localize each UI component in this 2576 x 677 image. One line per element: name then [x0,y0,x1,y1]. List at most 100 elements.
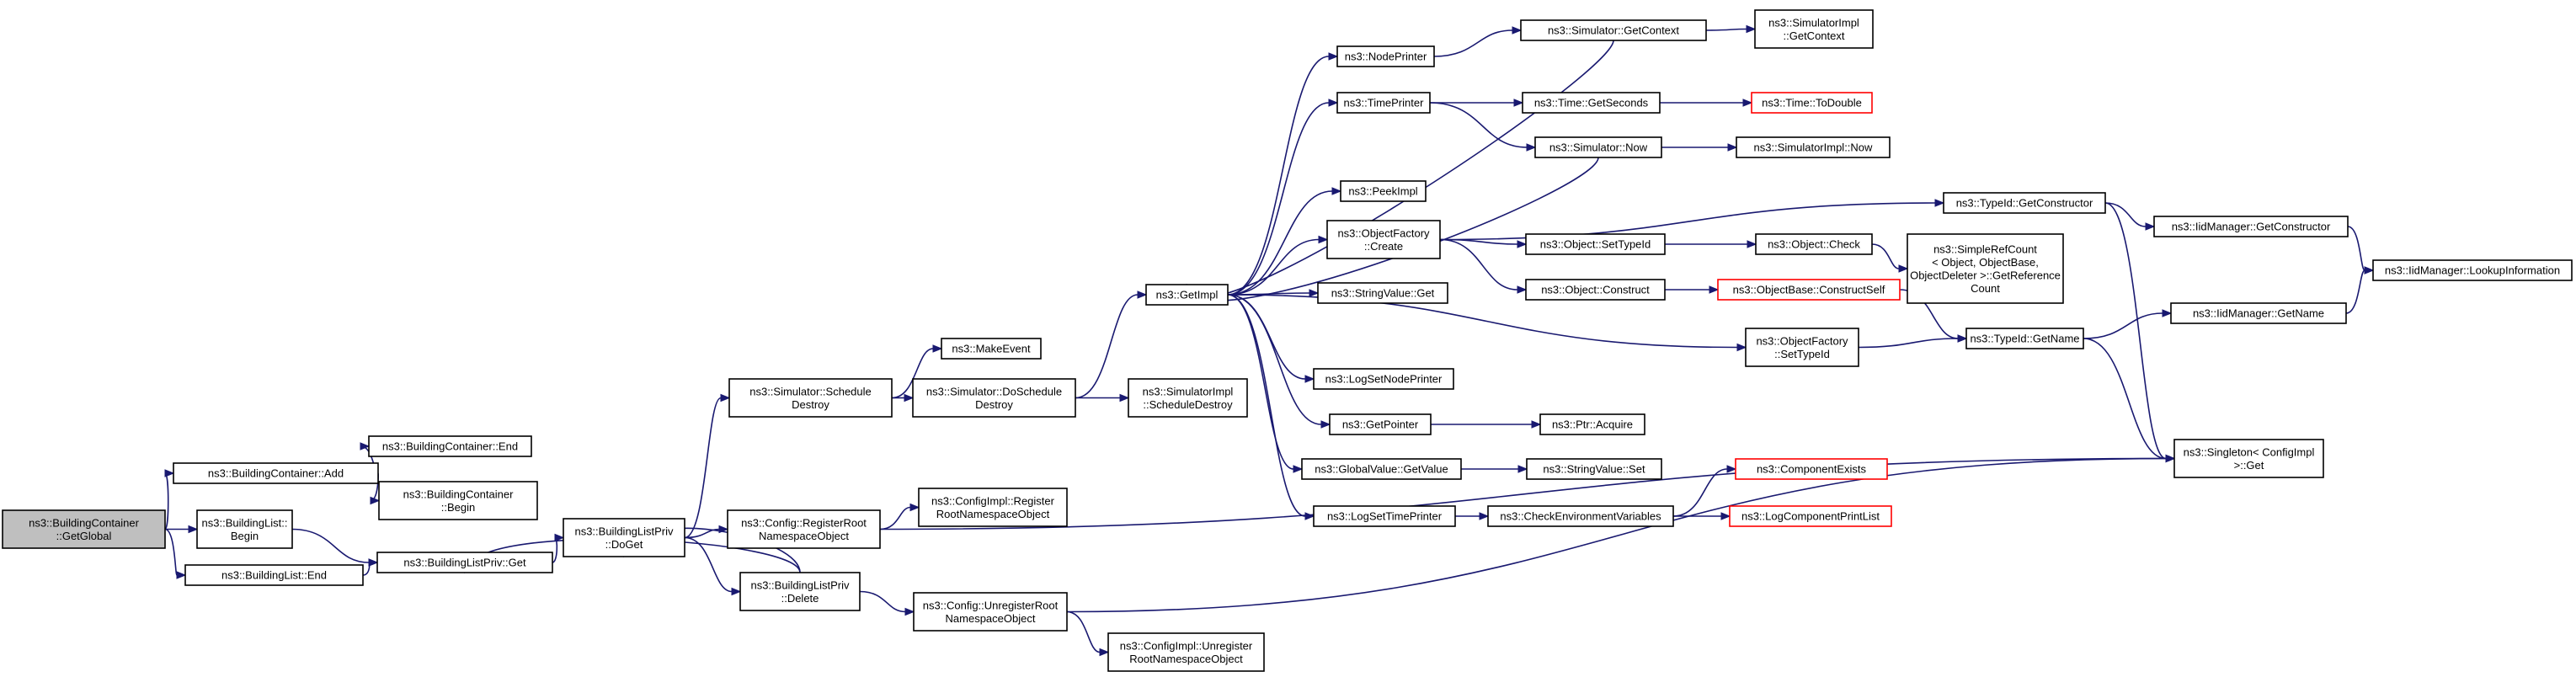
edge-line [684,397,722,539]
node-box [1526,458,1662,480]
node-label-line: ns3::BuildingContainer::End [382,440,518,453]
node-simsched[interactable]: ns3::Simulator::ScheduleDestroy [728,378,893,418]
node-label-line: NamespaceObject [946,612,1036,625]
node-strvalset[interactable]: ns3::StringValue::Set [1526,458,1662,480]
edge-typeidgetname-to-iidgetname [2083,309,2173,339]
node-label-line: ::Delete [781,592,819,605]
node-box [1755,233,1873,255]
node-simimplnow[interactable]: ns3::SimulatorImpl::Now [1736,136,1891,158]
node-blpdelete[interactable]: ns3::BuildingListPriv::Delete [739,572,861,611]
node-label-line: >::Get [2234,459,2264,472]
arrowhead [164,469,175,477]
edge-typeidgetname-to-singletonget [2083,338,2176,463]
node-cfgunreg[interactable]: ns3::Config::UnregisterRootNamespaceObje… [913,592,1068,632]
node-label-line: ns3::Ptr::Acquire [1552,418,1633,431]
edge-checkenv-to-compexists [1672,465,1737,517]
node-typeidgetctor[interactable]: ns3::TypeId::GetConstructor [1943,192,2106,214]
node-checkenv[interactable]: ns3::CheckEnvironmentVariables [1487,505,1674,527]
arrowhead [1957,334,1968,343]
node-label-line: ns3::SimulatorImpl [1768,16,1859,29]
node-box [1965,328,2084,349]
edge-checkenv-to-logcompprint [1673,512,1731,520]
arrowhead [1934,199,1945,207]
node-label-line: Destroy [975,398,1013,411]
node-label-line: ns3::Simulator::GetContext [1548,24,1679,37]
node-simnow[interactable]: ns3::Simulator::Now [1534,136,1662,158]
node-makeevent[interactable]: ns3::MakeEvent [941,338,1042,360]
node-label-line: ::DoGet [605,538,643,551]
edge-line [1672,468,1728,517]
node-objconstruct[interactable]: ns3::Object::Construct [1525,279,1666,301]
edge-simsched-to-makeevent [891,344,943,399]
node-getimpl[interactable]: ns3::GetImpl [1145,284,1229,306]
edge-line [859,590,906,613]
node-simimplgetctx[interactable]: ns3::SimulatorImpl::GetContext [1754,9,1874,49]
node-label-line: ns3::BuildingListPriv [750,578,850,591]
node-cfgimplunreg[interactable]: ns3::ConfigImpl::UnregisterRootNamespace… [1107,632,1265,672]
node-simimplsched[interactable]: ns3::SimulatorImpl::ScheduleDestroy [1128,378,1248,418]
node-iidgetctor[interactable]: ns3::IidManager::GetConstructor [2153,216,2349,237]
node-label-line: Begin [231,530,259,542]
node-singletonget[interactable]: ns3::Singleton< ConfigImpl >::Get [2173,439,2324,478]
node-ofsettypeid[interactable]: ns3::ObjectFactory::SetTypeId [1745,328,1859,367]
node-typeidgetname[interactable]: ns3::TypeId::GetName [1965,328,2084,349]
node-box [1487,505,1674,527]
node-box [1751,92,1873,114]
node-logsettime[interactable]: ns3::LogSetTimePrinter [1313,505,1456,527]
node-box [1336,92,1431,114]
node-label-line: ns3::PeekImpl [1348,185,1417,198]
node-bcadd[interactable]: ns3::BuildingContainer::Add [173,462,379,484]
node-objcheck[interactable]: ns3::Object::Check [1755,233,1873,255]
node-iidgetname[interactable]: ns3::IidManager::GetName [2170,302,2347,324]
node-getpointer[interactable]: ns3::GetPointer [1329,413,1432,435]
node-timegetsec[interactable]: ns3::Time::GetSeconds [1522,92,1661,114]
node-blpget[interactable]: ns3::BuildingListPriv::Get [376,552,553,573]
edge-simgetctx-to-simimplgetctx [1705,24,1757,34]
node-logcompprint[interactable]: ns3::LogComponentPrintList [1729,505,1892,527]
node-cfgimplreg[interactable]: ns3::ConfigImpl::RegisterRootNamespaceOb… [918,488,1068,527]
edge-blpdoget-to-simsched [684,393,731,539]
node-label-line: ns3::BuildingContainer [403,488,514,500]
node-compexists[interactable]: ns3::ComponentExists [1735,458,1888,480]
node-iidlookup[interactable]: ns3::IidManager::LookupInformation [2372,259,2573,281]
node-logsetnode[interactable]: ns3::LogSetNodePrinter [1313,368,1454,390]
node-bcbegin[interactable]: ns3::BuildingContainer::Begin [378,481,538,520]
node-peekimpl[interactable]: ns3::PeekImpl [1340,180,1427,202]
node-simplerefcount[interactable]: ns3::SimpleRefCount< Object, ObjectBase,… [1907,233,2064,304]
arrowhead [1328,99,1339,107]
edge-root-to-blbegin [165,525,199,534]
node-bcend[interactable]: ns3::BuildingContainer::End [368,435,532,457]
node-label-line: ::GetContext [1784,29,1845,42]
node-blend[interactable]: ns3::BuildingList::End [184,564,364,586]
node-blbegin[interactable]: ns3::BuildingList::Begin [196,509,293,549]
node-timeprinter[interactable]: ns3::TimePrinter [1336,92,1431,114]
node-label-line: ns3::Config::UnregisterRoot [923,599,1059,611]
node-root[interactable]: ns3::BuildingContainer::GetGlobal [2,509,166,549]
node-simgetctx[interactable]: ns3::Simulator::GetContext [1520,19,1707,41]
node-blpdoget[interactable]: ns3::BuildingListPriv::DoGet [563,518,685,557]
node-label-line: ns3::GlobalValue::GetValue [1315,463,1448,476]
node-box [1317,282,1448,304]
node-obconstructself[interactable]: ns3::ObjectBase::ConstructSelf [1717,279,1901,301]
node-ofcreate[interactable]: ns3::ObjectFactory::Create [1326,220,1441,259]
arrowhead [1898,264,1909,273]
node-timetodouble[interactable]: ns3::Time::ToDouble [1751,92,1873,114]
arrowhead [1517,465,1528,473]
node-label-line: ns3::Simulator::Now [1549,141,1648,154]
edge-line [1066,610,1101,653]
node-gvgetvalue[interactable]: ns3::GlobalValue::GetValue [1301,458,1462,480]
node-ptracquire[interactable]: ns3::Ptr::Acquire [1539,413,1645,435]
node-objsettypeid[interactable]: ns3::Object::SetTypeId [1525,233,1666,255]
node-box [2372,259,2573,281]
node-box [2170,302,2347,324]
node-strvalget[interactable]: ns3::StringValue::Get [1317,282,1448,304]
node-nodeprinter[interactable]: ns3::NodePrinter [1336,45,1435,67]
node-box [1340,180,1427,202]
node-label-line: Count [1971,282,2000,295]
node-box [563,518,685,557]
node-label-line: ns3::Object::Check [1768,238,1860,251]
arrowhead [2165,454,2176,463]
arrowhead [1479,512,1490,520]
